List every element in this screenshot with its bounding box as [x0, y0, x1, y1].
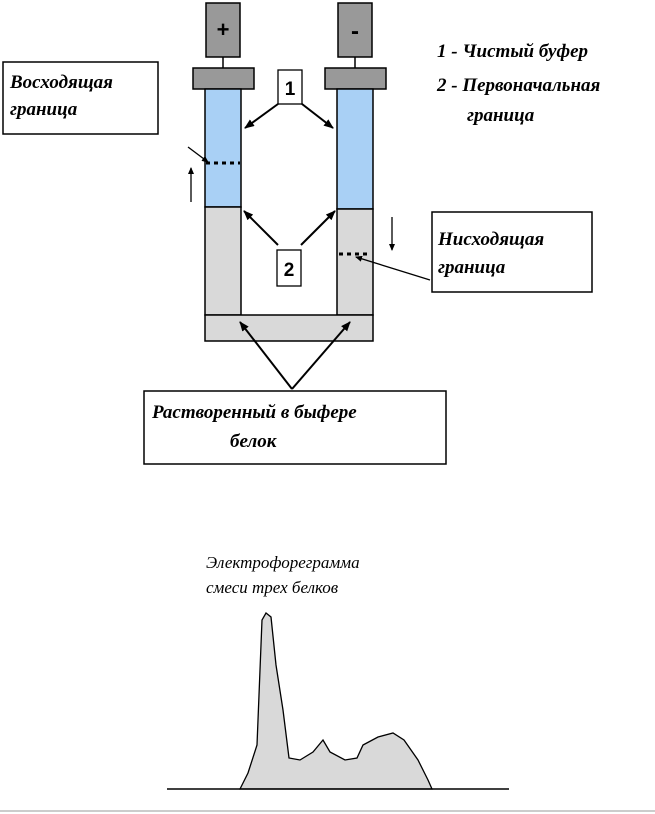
protein-label-line2: белок — [230, 431, 278, 452]
legend-item-2-line1: 2 - Первоначальная — [436, 75, 601, 96]
right-column — [336, 88, 374, 316]
marker-2-arrow-left — [243, 210, 279, 246]
anode-sign: + — [217, 17, 230, 42]
left-column-cap — [192, 67, 255, 90]
ascending-pointer-arrow — [187, 146, 209, 163]
legend: 1 - Чистый буфер 2 - Первоначальная гран… — [436, 41, 601, 126]
electropherogram-title-line1: Электрофореграмма — [206, 553, 360, 572]
electropherogram-peaks — [238, 612, 434, 790]
ascending-label-line2: граница — [10, 99, 78, 120]
protein-arrow-right — [291, 321, 351, 390]
ascending-boundary-callout: Восходящая граница — [2, 61, 209, 163]
descending-pointer-arrow — [355, 255, 431, 281]
right-protein-zone — [336, 208, 374, 316]
protein-label-line1: Растворенный в быфере — [151, 402, 357, 423]
marker-1: 1 — [244, 69, 334, 129]
electropherogram: Электрофореграмма смеси трех белков — [167, 553, 509, 790]
legend-item-2-line2: граница — [467, 105, 535, 126]
cathode-sign: - — [351, 18, 359, 45]
descending-label-line2: граница — [438, 257, 506, 278]
protein-arrow-left — [239, 321, 293, 390]
legend-item-1: 1 - Чистый буфер — [437, 41, 588, 62]
marker-2-box — [276, 249, 302, 287]
left-protein-zone — [204, 206, 242, 316]
anode-plate — [205, 2, 241, 58]
cathode-plate — [337, 2, 373, 58]
marker-1-arrow-right — [301, 103, 334, 129]
left-buffer-zone — [204, 88, 242, 208]
u-tube-bottom — [204, 314, 374, 342]
marker-2: 2 — [243, 210, 336, 287]
descending-boundary-callout: Нисходящая граница — [355, 211, 593, 293]
marker-1-box — [277, 69, 303, 105]
marker-2-arrow-right — [300, 210, 336, 246]
cathode-electrode: - — [324, 2, 387, 90]
marker-1-label: 1 — [285, 79, 296, 100]
marker-2-label: 2 — [284, 260, 295, 281]
right-column-cap — [324, 67, 387, 90]
descending-label-line1: Нисходящая — [437, 229, 544, 250]
descending-callout-box — [431, 211, 593, 293]
ascending-callout-box — [2, 61, 159, 135]
anode-electrode: + — [192, 2, 255, 90]
protein-callout-box — [143, 390, 447, 465]
protein-callout: Растворенный в быфере белок — [143, 321, 447, 465]
left-column — [204, 88, 242, 316]
ascending-label-line1: Восходящая — [9, 72, 113, 93]
marker-1-arrow-left — [244, 103, 279, 129]
right-buffer-zone — [336, 88, 374, 210]
electropherogram-title-line2: смеси трех белков — [206, 578, 339, 597]
